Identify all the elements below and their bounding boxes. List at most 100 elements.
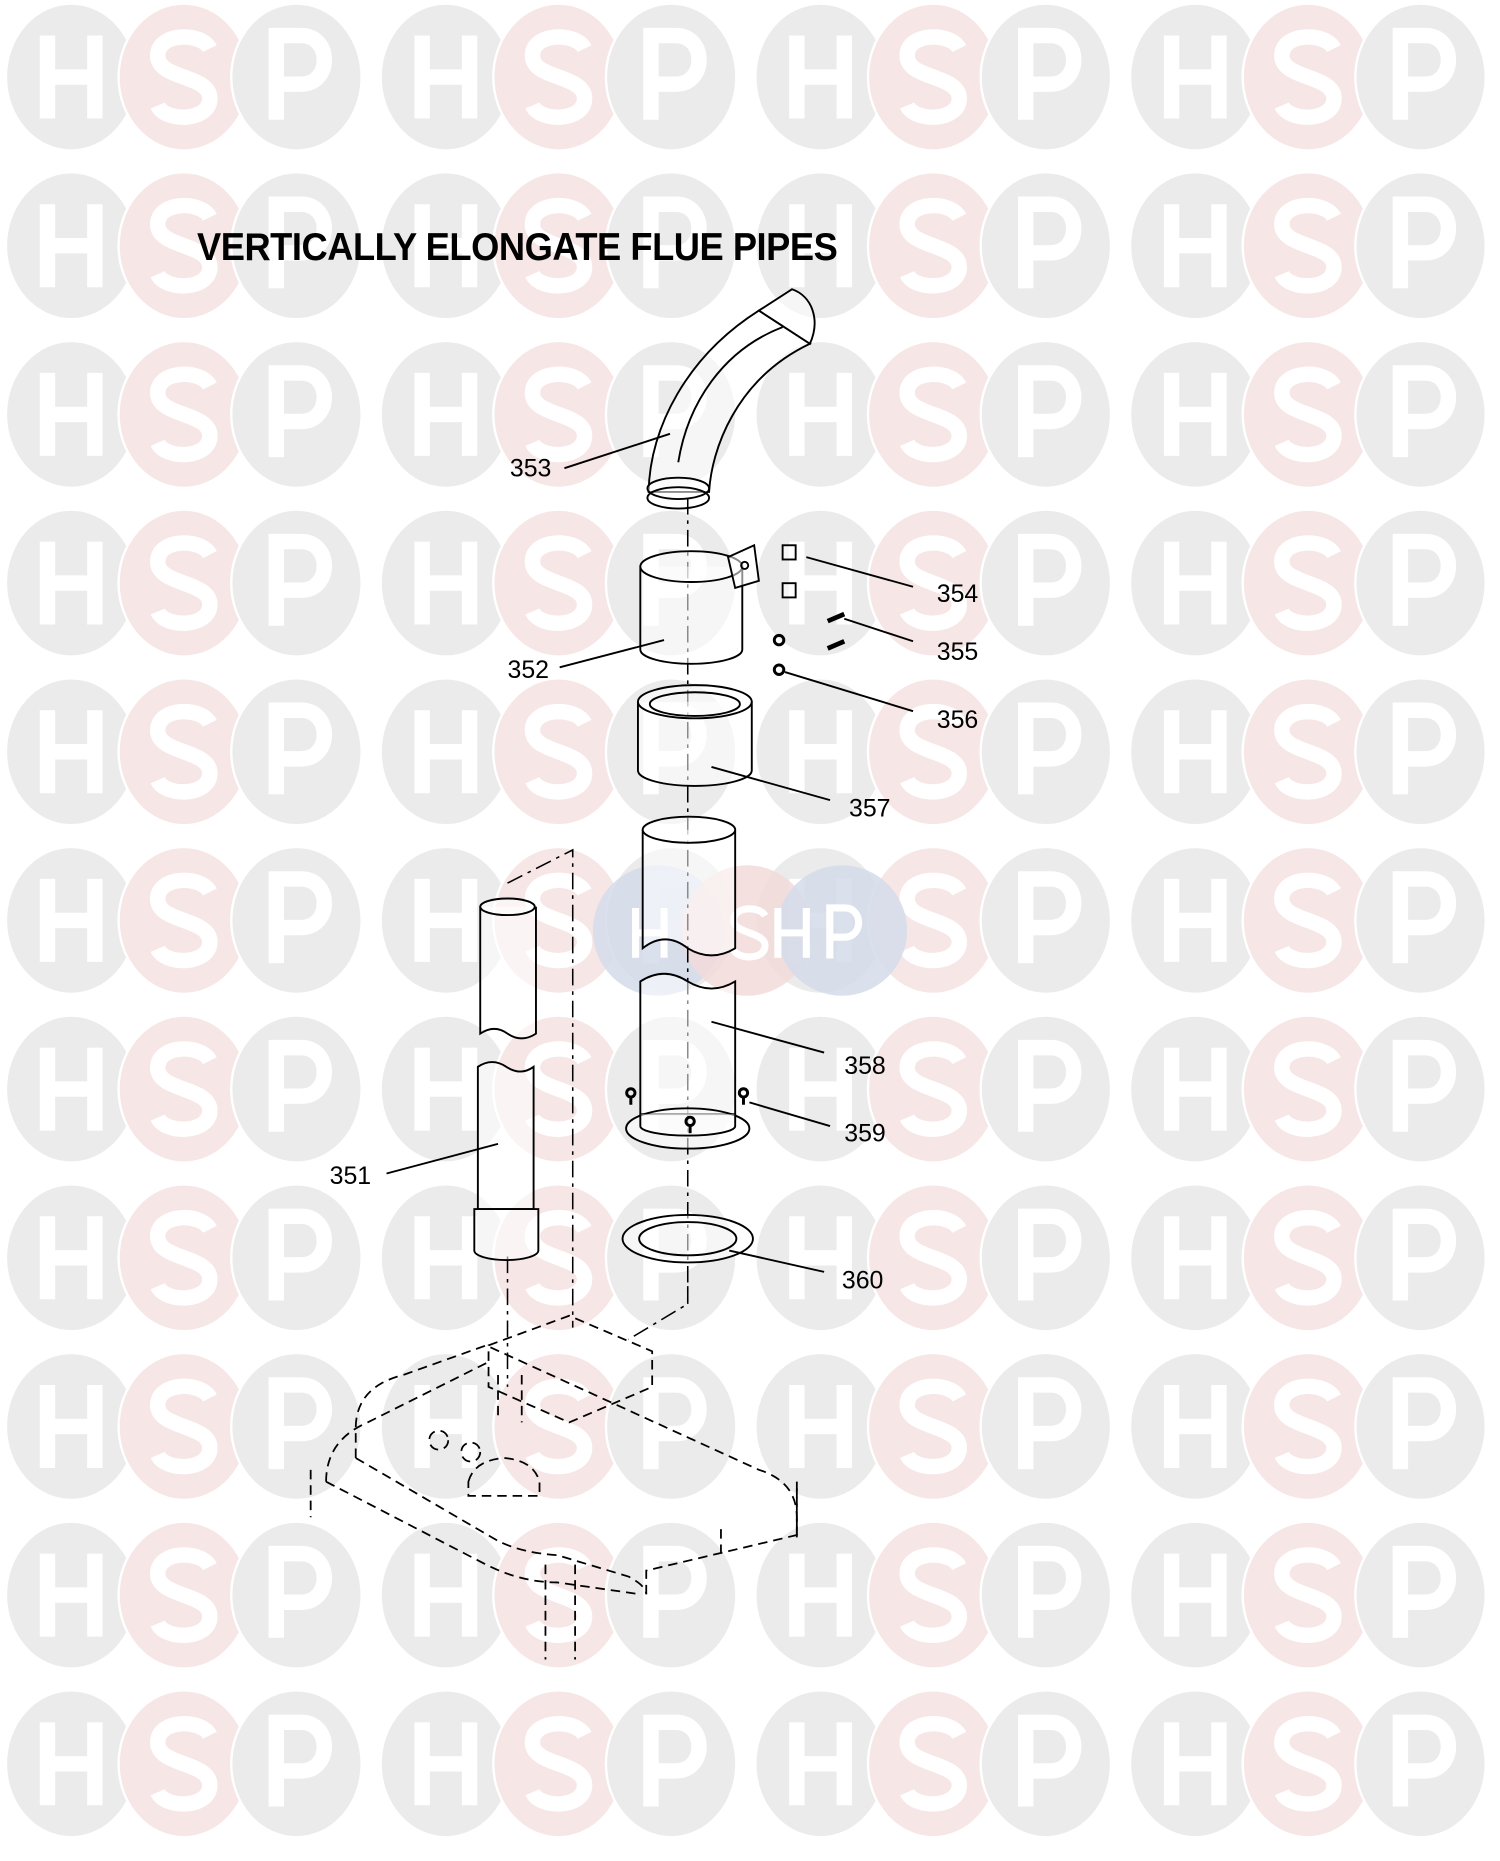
label-356: 356	[937, 706, 979, 734]
watermark-letter-glyph	[1274, 872, 1342, 969]
part-352-clamp-ring[interactable]	[639, 543, 760, 665]
watermark-letter-glyph	[268, 1545, 332, 1638]
watermark-letter-glyph	[899, 1378, 967, 1475]
diagram-title: VERTICALLY ELONGATE FLUE PIPES	[197, 226, 838, 269]
watermark-letter-glyph	[1274, 29, 1342, 125]
watermark-letter-glyph	[1163, 1722, 1227, 1806]
watermark-letter-glyph	[149, 704, 218, 800]
watermark-letter-glyph	[39, 878, 103, 962]
watermark-letter-glyph	[1274, 1716, 1342, 1812]
watermark-letter-glyph	[268, 1039, 332, 1132]
watermark-letter-glyph	[268, 1377, 332, 1470]
watermark-letter-glyph	[899, 198, 967, 294]
watermark-letter-glyph	[1274, 1210, 1342, 1306]
watermark-letter-glyph	[899, 1547, 967, 1643]
watermark-letter-glyph	[524, 1378, 593, 1475]
watermark-letter-glyph	[39, 35, 103, 119]
watermark-letter-glyph	[524, 704, 593, 800]
watermark-letter-glyph	[899, 1716, 967, 1812]
part-357-sleeve[interactable]	[636, 684, 753, 787]
watermark-letter-glyph	[789, 372, 852, 456]
watermark-letter-glyph	[268, 533, 332, 626]
watermark-letter-glyph	[1274, 1041, 1342, 1137]
watermark-letter-glyph	[524, 29, 593, 125]
watermark-letter-glyph	[268, 1208, 332, 1301]
center-logo-circle	[776, 865, 908, 996]
watermark-letter-glyph	[1392, 1714, 1456, 1807]
watermark-letter-glyph	[268, 27, 332, 120]
watermark-letter-glyph	[524, 1716, 593, 1812]
watermark-letter-glyph	[789, 1553, 852, 1637]
label-351: 351	[330, 1162, 372, 1190]
watermark-letter-glyph	[1163, 204, 1227, 288]
watermark-letter-glyph	[524, 366, 593, 463]
label-353: 353	[510, 455, 552, 483]
watermark-letter-glyph	[789, 1722, 852, 1806]
part-351-inner-pipe[interactable]	[473, 897, 540, 1261]
part-355-screws[interactable]	[826, 611, 846, 651]
label-352: 352	[508, 656, 550, 684]
watermark-letter-glyph	[414, 1216, 478, 1300]
watermark-letter-glyph	[1017, 533, 1082, 626]
watermark-letter-glyph	[524, 872, 593, 969]
label-357: 357	[849, 795, 891, 823]
watermark-letter-glyph	[789, 35, 852, 119]
watermark-letter-glyph	[1017, 871, 1082, 964]
part-360-gasket[interactable]	[621, 1214, 754, 1264]
watermark-letter-glyph	[789, 710, 852, 794]
watermark-letter-glyph	[414, 1722, 478, 1806]
watermark-letter-glyph	[1163, 878, 1227, 962]
watermark-letter-glyph	[899, 872, 967, 969]
watermark-letter-glyph	[39, 372, 103, 456]
watermark-letter-glyph	[1163, 35, 1227, 119]
boiler-chassis-frame	[309, 1314, 798, 1660]
watermark-letter-glyph	[899, 1210, 967, 1306]
center-logo-letter-glyph	[774, 907, 810, 958]
watermark-letter-glyph	[1274, 704, 1342, 800]
watermark-letter-glyph	[524, 1210, 593, 1306]
label-358: 358	[844, 1052, 886, 1080]
part-359-screws[interactable]	[625, 1087, 750, 1134]
part-353-elbow[interactable]	[646, 288, 816, 510]
watermark-letter-glyph	[1392, 1208, 1456, 1301]
watermark-letter-glyph	[1392, 365, 1456, 458]
watermark-letter-glyph	[268, 702, 332, 795]
watermark-letter-glyph	[899, 1041, 967, 1137]
center-logo-letter-glyph	[826, 904, 863, 959]
watermark-letter-glyph	[414, 1047, 478, 1131]
watermark-letter-glyph	[789, 1384, 852, 1468]
watermark-letter-glyph	[149, 1378, 218, 1475]
watermark-letter-glyph	[1017, 1377, 1082, 1470]
watermark-letter-glyph	[1274, 1547, 1342, 1643]
watermark-letter-glyph	[1163, 372, 1227, 456]
watermark-letter-glyph	[149, 1041, 218, 1137]
part-354-clips[interactable]	[781, 544, 797, 599]
part-358-flue-pipe[interactable]	[625, 815, 751, 1150]
watermark-letter-glyph	[643, 1714, 707, 1807]
label-360: 360	[842, 1266, 884, 1294]
watermark-letter-glyph	[899, 535, 967, 631]
watermark-letter-glyph	[524, 1041, 593, 1137]
watermark-letter-glyph	[1274, 1378, 1342, 1475]
watermark-letter-glyph	[1163, 541, 1227, 625]
watermark-letter-glyph	[1017, 1714, 1082, 1807]
watermark-letter-glyph	[1274, 366, 1342, 463]
watermark-letter-glyph	[789, 204, 852, 288]
watermark-letter-glyph	[149, 535, 218, 631]
watermark-letter-glyph	[39, 1553, 103, 1637]
watermark-letter-glyph	[1163, 710, 1227, 794]
watermark-letter-glyph	[1017, 1039, 1082, 1132]
watermark-letter-glyph	[1392, 1377, 1456, 1470]
watermark-letter-glyph	[789, 541, 852, 625]
watermark-letter-glyph	[149, 872, 218, 969]
watermark-letter-glyph	[643, 196, 707, 289]
watermark-letter-glyph	[643, 27, 707, 120]
label-359: 359	[844, 1119, 886, 1147]
watermark-letter-glyph	[1017, 702, 1082, 795]
watermark-letter-glyph	[414, 541, 478, 625]
part-356-screws[interactable]	[772, 633, 786, 676]
watermark-letter-glyph	[268, 871, 332, 964]
watermark-letter-glyph	[39, 1216, 103, 1300]
watermark-letter-glyph	[899, 704, 967, 800]
watermark-letter-glyph	[414, 372, 478, 456]
